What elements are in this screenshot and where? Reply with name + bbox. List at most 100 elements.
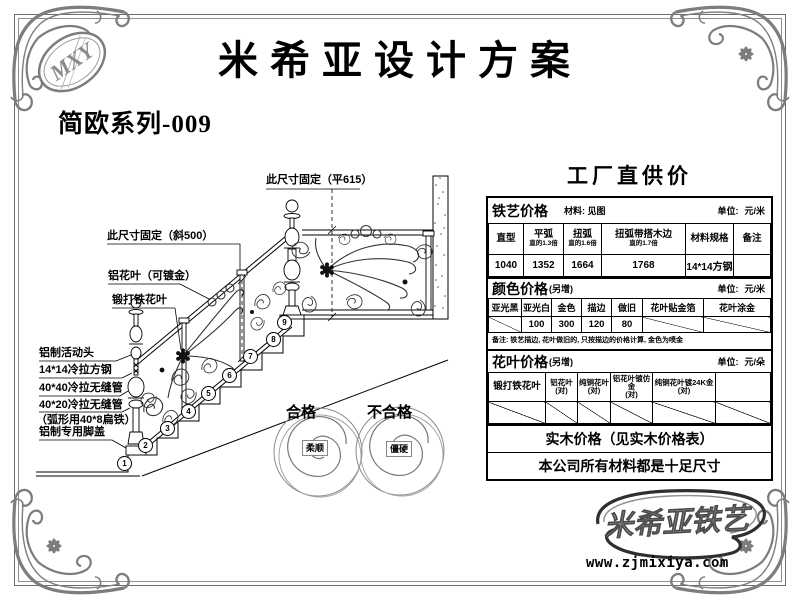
step-number-4: 4 — [181, 404, 196, 419]
wood-price-row: 实木价格（见实木价格表） — [488, 424, 771, 452]
color-unit: 元/米 — [744, 284, 765, 294]
iron-val-1: 1352 — [523, 254, 564, 277]
iron-val-5 — [733, 254, 771, 277]
leaf-val-1 — [545, 401, 578, 424]
step-number-2: 2 — [138, 438, 153, 453]
iron-col-2: 扭弧 — [572, 229, 592, 241]
iron-title: 铁艺价格 — [492, 202, 548, 219]
brand-logo: 米希亚铁艺 — [596, 489, 766, 560]
quality-pass-label: 合格 — [286, 404, 317, 421]
color-val-4: 80 — [611, 316, 643, 333]
leaf-val-2 — [577, 401, 611, 424]
iron-col-1: 平弧 — [533, 229, 553, 241]
label-alu-leaf: 铝花叶（可镀金） — [108, 270, 196, 282]
iron-price-section-title: 铁艺价格 材料: 见图 单位: 元/米 — [488, 198, 771, 223]
factory-price-header: 工厂直供价 — [567, 164, 692, 188]
color-col-0: 亚光黑 — [488, 298, 522, 317]
leaf-value-row — [488, 401, 771, 424]
rail-posts — [178, 230, 435, 410]
brand-badge: MXY — [37, 31, 107, 93]
iron-price-table: 直型 平弧 直的1.3倍 扭弧 直的1.6倍 扭弧带搭木边 直的1.7倍 材料规… — [488, 223, 771, 277]
leaf-val-4 — [652, 401, 716, 424]
handrails — [137, 229, 433, 456]
color-col-3: 描边 — [581, 298, 612, 317]
iron-val-2: 1664 — [563, 254, 602, 277]
iron-value-row: 1040 1352 1664 1768 14*14方钢 — [488, 254, 771, 277]
leaf-unit-label: 单位: — [717, 357, 739, 367]
color-val-5 — [642, 316, 704, 333]
label-tube-4040: 40*40冷拉无缝管 — [39, 382, 123, 394]
iron-col-3: 扭弧带搭木边 — [614, 229, 672, 241]
dim-label-flat-615: 此尺寸固定（平615） — [266, 174, 373, 186]
color-note: 备注: 铁艺描边, 花叶做旧的, 只按描边的价格计算, 金色为喷金 — [492, 337, 683, 344]
leaf-col-3: 铝花叶镀仿金 — [612, 374, 651, 392]
step-number-3: 3 — [160, 421, 175, 436]
color-val-6 — [703, 316, 771, 333]
color-value-row: 100 300 120 80 — [488, 316, 771, 333]
leaf-val-0 — [488, 401, 546, 424]
landing-newel-post — [279, 199, 305, 320]
leaf-val-3 — [610, 401, 653, 424]
quality-fail-tag: 僵硬 — [386, 441, 413, 457]
page-title: 米希亚设计方案 — [218, 38, 582, 83]
color-col-6: 花叶涂金 — [703, 298, 771, 317]
brand-logo-text: 米希亚铁艺 — [603, 502, 754, 543]
step-number-1: 1 — [117, 456, 132, 471]
leaf-col-2: 纯铜花叶 — [579, 378, 609, 388]
iron-col-0: 直型 — [496, 233, 516, 245]
color-col-4: 做旧 — [611, 298, 643, 317]
color-val-0 — [488, 316, 522, 333]
color-price-section-title: 颜色价格 (另增) 单位: 元/米 — [488, 277, 771, 298]
leaf-price-table: 锻打铁花叶 铝花叶 (对) 纯铜花叶 (对) 铝花叶镀仿金 (对) 纯铜花叶镀2… — [488, 372, 771, 424]
iron-val-3: 1768 — [601, 254, 686, 277]
series-label: 简欧系列-009 — [58, 111, 212, 138]
color-header-row: 亚光黑 亚光白 金色 描边 做旧 花叶贴金箔 花叶涂金 — [488, 298, 771, 317]
leaf-col-0: 锻打铁花叶 — [493, 381, 541, 393]
label-movable-head: 铝制活动头 — [39, 347, 94, 359]
price-table: 铁艺价格 材料: 见图 单位: 元/米 直型 平弧 直的1.3倍 扭弧 直的1.… — [486, 196, 773, 481]
stair-drawing: 此尺寸固定（平615） 此尺寸固定（斜500） 铝花叶（可镀金） 锻打铁花叶 铝… — [30, 160, 470, 500]
landing-scrollwork — [291, 224, 433, 317]
iron-val-0: 1040 — [488, 254, 524, 277]
label-forged-leaf: 锻打铁花叶 — [112, 294, 167, 306]
color-title: 颜色价格 — [492, 280, 548, 297]
leaf-header-row: 锻打铁花叶 铝花叶 (对) 纯铜花叶 (对) 铝花叶镀仿金 (对) 纯铜花叶镀2… — [488, 372, 771, 402]
leaf-price-section-title: 花叶价格 (另增) 单位: 元/朵 — [488, 349, 771, 372]
dim-label-slant-500: 此尺寸固定（斜500） — [107, 230, 214, 242]
color-price-table: 亚光黑 亚光白 金色 描边 做旧 花叶贴金箔 花叶涂金 100 300 120 … — [488, 298, 771, 333]
iron-unit-label: 单位: — [717, 206, 739, 216]
iron-col-4: 材料规格 — [690, 233, 729, 245]
wall-section — [432, 175, 449, 320]
label-tube-4020: 40*20冷拉无缝管 — [39, 399, 123, 411]
iron-val-4: 14*14方钢 — [685, 254, 734, 277]
left-newel-post — [125, 297, 147, 456]
color-col-5: 花叶贴金箔 — [642, 298, 704, 317]
step-number-8: 8 — [266, 332, 281, 347]
iron-unit: 元/米 — [744, 206, 765, 216]
quality-fail-label: 不合格 — [367, 404, 413, 421]
label-foot-cover: 铝制专用脚盖 — [39, 426, 105, 438]
color-val-2: 300 — [551, 316, 582, 333]
stair-drawing-svg — [36, 175, 449, 498]
step-number-5: 5 — [201, 386, 216, 401]
iron-material: 材料: 见图 — [564, 206, 606, 216]
iron-col-5: 备注 — [742, 233, 762, 245]
leaf-col-4: 纯铜花叶镀24K金 — [654, 378, 714, 388]
leaf-title: 花叶价格 — [492, 353, 548, 370]
leaf-col-1: 铝花叶 — [550, 378, 573, 388]
color-col-2: 金色 — [551, 298, 582, 317]
iron-header-row: 直型 平弧 直的1.3倍 扭弧 直的1.6倍 扭弧带搭木边 直的1.7倍 材料规… — [488, 223, 771, 255]
color-val-3: 120 — [581, 316, 612, 333]
color-col-1: 亚光白 — [521, 298, 552, 317]
stair-steps — [36, 318, 449, 477]
color-val-1: 100 — [521, 316, 552, 333]
label-flat-iron: （弧形用40*8扁铁） — [36, 414, 136, 426]
color-unit-label: 单位: — [717, 284, 739, 294]
leaf-unit: 元/朵 — [744, 357, 765, 367]
step-number-9: 9 — [277, 315, 292, 330]
quality-pass-tag: 柔顺 — [302, 440, 329, 456]
step-number-6: 6 — [222, 368, 237, 383]
leaf-val-5 — [715, 401, 771, 424]
